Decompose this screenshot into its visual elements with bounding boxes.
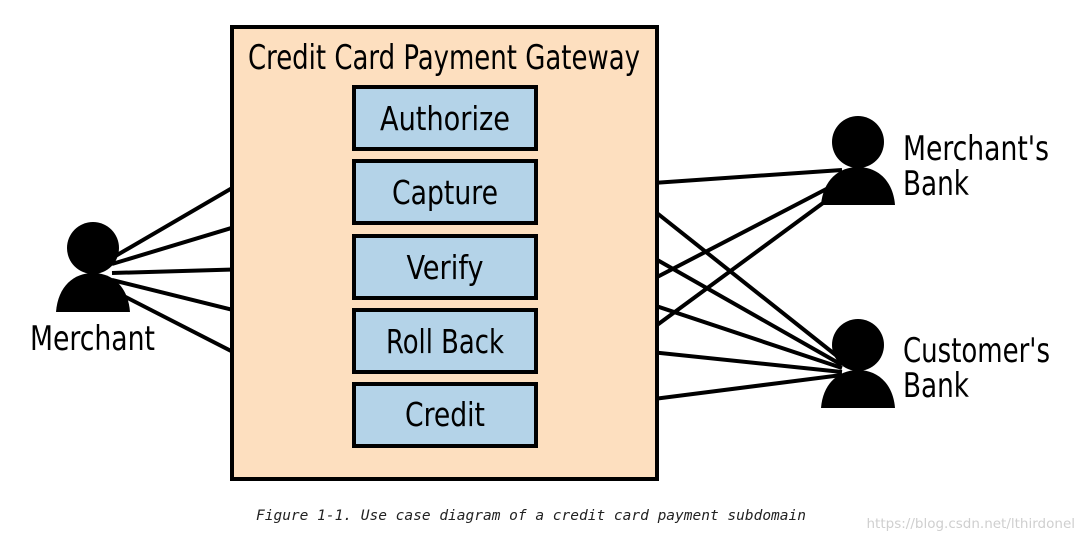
actor-label-merchants-bank-line2: Bank — [903, 164, 969, 204]
actor-label-merchant: Merchant — [30, 319, 155, 359]
use-case-authorize: Authorize — [352, 85, 538, 151]
use-case-label: Authorize — [380, 99, 510, 138]
person-icon — [56, 222, 130, 312]
use-case-label: Verify — [407, 248, 484, 287]
actor-merchant: Merchant — [30, 222, 155, 359]
person-icon — [821, 116, 895, 205]
use-case-roll-back: Roll Back — [352, 308, 538, 374]
actor-customers-bank: Customer's Bank — [821, 319, 1050, 408]
use-case-label: Capture — [392, 173, 498, 212]
actor-label-customers-bank-line2: Bank — [903, 366, 969, 406]
use-case-credit: Credit — [352, 382, 538, 448]
actor-label-customers-bank-line1: Customer's — [903, 331, 1050, 371]
use-case-label: Roll Back — [386, 322, 505, 361]
figure-caption: Figure 1-1. Use case diagram of a credit… — [256, 508, 806, 524]
use-case-capture: Capture — [352, 159, 538, 225]
use-case-verify: Verify — [352, 234, 538, 300]
watermark: https://blog.csdn.net/lthirdonel — [866, 516, 1075, 532]
use-case-label: Credit — [405, 395, 485, 434]
system-title: Credit Card Payment Gateway — [248, 38, 640, 78]
actor-merchants-bank: Merchant's Bank — [821, 116, 1049, 205]
person-icon — [821, 319, 895, 408]
actor-label-merchants-bank-line1: Merchant's — [903, 129, 1049, 169]
